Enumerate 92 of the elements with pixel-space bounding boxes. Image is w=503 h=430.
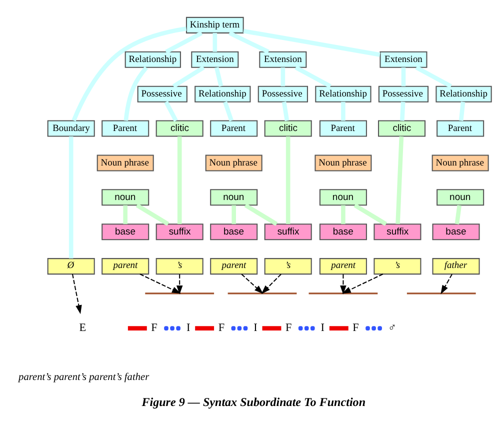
node-box: Kinship term [186, 16, 244, 33]
connector [177, 136, 182, 224]
connector [401, 66, 406, 86]
node-box: base [102, 223, 150, 240]
label: I [320, 322, 325, 334]
node-box: Noun phrase [96, 154, 154, 171]
node-brace [145, 292, 214, 294]
connector [123, 204, 128, 224]
node-box: Parent [319, 120, 367, 136]
node-box: Relationship [194, 85, 251, 102]
arrow [241, 273, 264, 294]
connector [400, 101, 406, 120]
node-box: parent [102, 258, 150, 274]
node-box: parent [319, 258, 367, 274]
node-box: noun [436, 188, 484, 206]
connector [212, 32, 218, 52]
node-box: noun [210, 188, 258, 206]
connector [214, 66, 224, 86]
node-text: E [79, 322, 86, 334]
node-box: Possessive [137, 85, 188, 102]
node-box: base [319, 223, 367, 240]
connector [396, 136, 404, 224]
connector [136, 202, 170, 226]
label: I [254, 322, 258, 334]
connector [282, 101, 290, 121]
label: F [286, 322, 292, 334]
connector [172, 65, 205, 88]
node-brace [406, 292, 476, 294]
connector [294, 65, 332, 88]
connector [280, 66, 286, 86]
connector [243, 28, 380, 56]
node-box: Extension [191, 50, 239, 68]
node-box: ’s [264, 258, 312, 274]
node-box: Possessive [378, 85, 429, 102]
node-box: Relationship [315, 85, 372, 102]
connector [354, 202, 388, 226]
node-box: Noun phrase [205, 154, 262, 171]
connector [223, 100, 234, 121]
node-box: Extension [259, 50, 307, 68]
label: ♂ [388, 322, 396, 334]
label: parent’s parent’s parent’s father [18, 372, 150, 383]
connector [244, 202, 278, 226]
arrow [176, 274, 183, 294]
node-box: clitic [378, 120, 426, 136]
caption: Figure 9 — Syntax Subordinate To Function [142, 394, 366, 408]
node-box: Noun phrase [314, 154, 372, 171]
node-box: clitic [264, 120, 312, 136]
node-box: father [432, 258, 480, 274]
node-box: suffix [156, 223, 204, 240]
connector [454, 204, 462, 224]
arrow [140, 273, 181, 294]
node-box: Extension [380, 50, 428, 68]
connector [68, 136, 74, 258]
arrow [72, 273, 82, 314]
node-box: clitic [156, 120, 204, 136]
node-box: noun [102, 188, 150, 206]
arrow [342, 273, 384, 294]
label: F [218, 322, 225, 334]
connector [232, 204, 236, 224]
node-box: ’s [156, 258, 204, 274]
connector [165, 30, 203, 54]
node-box: Relationship [124, 50, 181, 68]
node-box: Noun phrase [432, 154, 489, 171]
node-box: suffix [374, 223, 422, 240]
connector [164, 100, 178, 122]
connector [341, 101, 346, 120]
connector [458, 101, 466, 120]
node-brace [228, 292, 297, 294]
label: I [186, 322, 190, 334]
node-box: Relationship [436, 85, 492, 102]
node-box: suffix [264, 223, 312, 240]
connector [228, 30, 270, 54]
arrow [340, 274, 346, 294]
label: F [151, 322, 158, 334]
node-box: Parent [102, 120, 150, 136]
connector [286, 136, 290, 224]
node-box: Ø [47, 258, 95, 274]
arrow [261, 273, 282, 294]
connector [341, 204, 346, 224]
node-box: noun [319, 188, 367, 206]
node-box: parent [210, 258, 258, 274]
connector [415, 65, 452, 88]
node-box: Possessive [258, 85, 308, 102]
node-box: Parent [436, 120, 484, 136]
node-box: base [210, 223, 258, 240]
label: F [352, 322, 359, 334]
node-box: base [432, 223, 480, 240]
arrow [440, 273, 452, 294]
node-box: Boundary [47, 120, 95, 136]
node-brace [308, 292, 378, 294]
node-box: ’s [374, 258, 422, 274]
node-box: Parent [210, 120, 258, 136]
